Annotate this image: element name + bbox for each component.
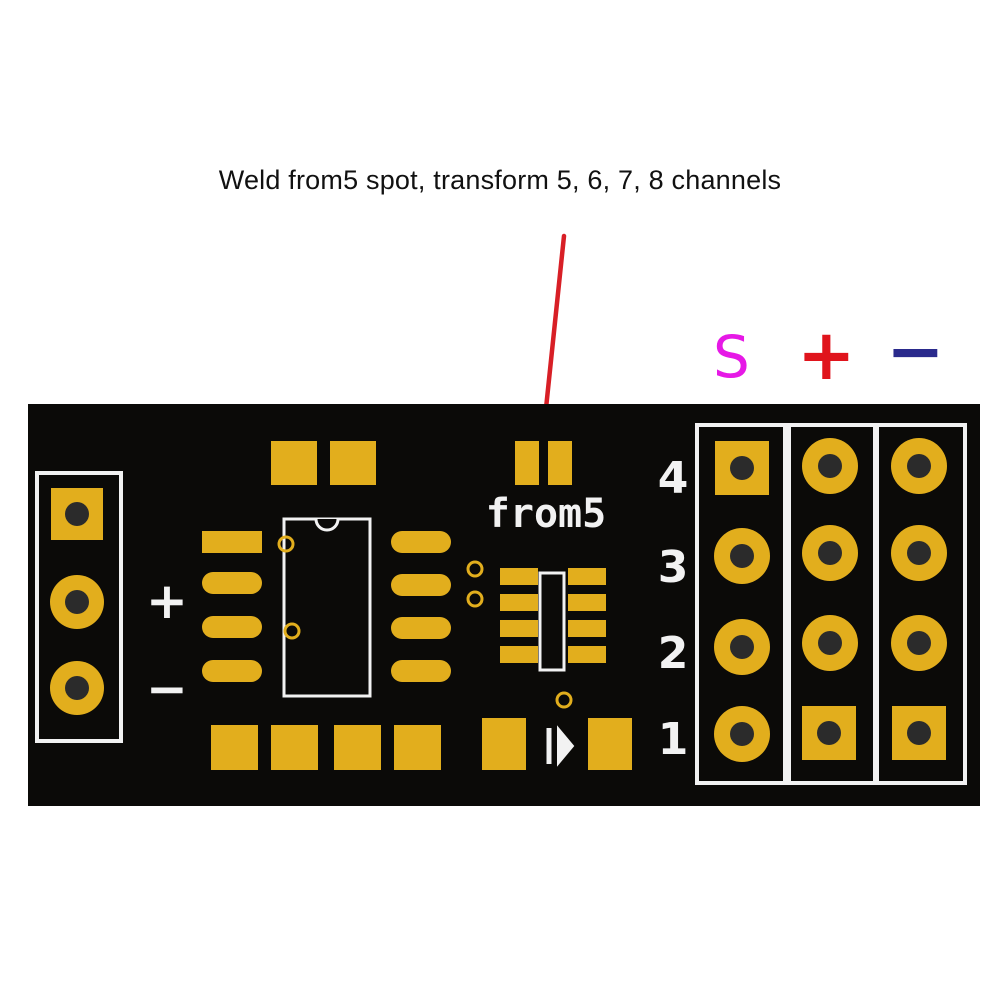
negative-pin-3-hole: [907, 541, 931, 565]
left-header-outline: [35, 471, 123, 743]
sop8-left-pad-4: [500, 646, 538, 663]
sop8-right-pad-3: [568, 620, 606, 637]
channel-number-2: 2: [658, 628, 689, 679]
via-chip-1: [277, 535, 295, 553]
bottom-pad-3: [334, 725, 381, 770]
positive-pin-4-hole: [818, 454, 842, 478]
dip-chip: [277, 517, 372, 698]
via-right-2: [466, 590, 484, 608]
from5-label: from5: [486, 491, 606, 537]
chip-pad-right-2: [391, 574, 451, 596]
chip-pad-right-1: [391, 531, 451, 553]
chip-pad-left-2: [202, 572, 262, 594]
smd-pad-top-2: [330, 441, 376, 485]
bottom-pad-4: [394, 725, 441, 770]
smd-pad-top-1: [271, 441, 317, 485]
channel-number-3: 3: [658, 542, 689, 593]
left-header: [35, 471, 123, 743]
leader-line: [540, 233, 567, 440]
negative-pin-4-hole: [907, 454, 931, 478]
positive-pin-2-hole: [818, 631, 842, 655]
sop8-left-pad-1: [500, 568, 538, 585]
channel-number-4: 4: [658, 453, 689, 504]
from5-pad-right: [548, 441, 572, 485]
positive-pin-1-hole: [817, 721, 841, 745]
chip-pad-left-4: [202, 660, 262, 682]
annotation-text: Weld from5 spot, transform 5, 6, 7, 8 ch…: [218, 165, 782, 195]
diode-pad-left: [482, 718, 526, 770]
bottom-pad-1: [211, 725, 258, 770]
signal-pin-4-hole: [730, 456, 754, 480]
channel-number-1: 1: [658, 714, 689, 765]
via-chip-2: [283, 622, 301, 640]
sop8-left-pad-2: [500, 594, 538, 611]
legend-signal-label: S: [713, 323, 750, 391]
chip-pad-right-4: [391, 660, 451, 682]
sop8-footprint: [500, 568, 606, 672]
signal-pin-1-hole: [730, 722, 754, 746]
via-diode: [555, 691, 573, 709]
chip-pad-left-3: [202, 616, 262, 638]
from5-pad-left: [515, 441, 539, 485]
sop8-body-outline: [538, 571, 566, 672]
left-pin-3-hole: [65, 676, 89, 700]
sop8-right-pad-4: [568, 646, 606, 663]
legend-positive-label: +: [797, 314, 856, 396]
board-plus-label: +: [146, 572, 188, 630]
legend-negative-label: −: [886, 310, 945, 392]
chip-pad-right-3: [391, 617, 451, 639]
via-right-1: [466, 560, 484, 578]
positive-pin-3-hole: [818, 541, 842, 565]
negative-pin-1-hole: [907, 721, 931, 745]
bottom-pad-2: [271, 725, 318, 770]
sop8-left-pad-3: [500, 620, 538, 637]
signal-column-outline: [695, 423, 787, 785]
sop8-right-pad-1: [568, 568, 606, 585]
negative-column-outline: [875, 423, 967, 785]
board-minus-label: −: [146, 660, 188, 718]
negative-pin-2-hole: [907, 631, 931, 655]
signal-pin-3-hole: [730, 544, 754, 568]
sop8-right-pad-2: [568, 594, 606, 611]
left-pin-2-hole: [65, 590, 89, 614]
dip-chip-notch: [314, 518, 340, 532]
diode-symbol: [546, 725, 575, 767]
diode-pad-right: [588, 718, 632, 770]
signal-pin-2-hole: [730, 635, 754, 659]
left-pin-1-hole: [65, 502, 89, 526]
chip-pad-left-1: [202, 531, 262, 553]
